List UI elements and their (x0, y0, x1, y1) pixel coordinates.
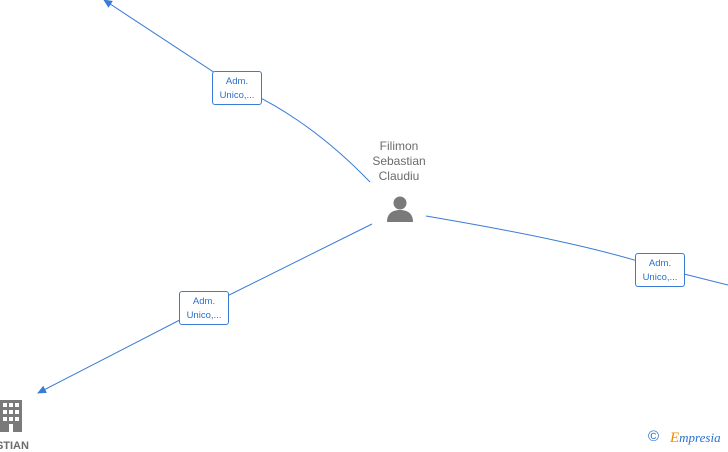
brand-logo-initial: E (670, 430, 680, 446)
person-name-line: Sebastian (372, 154, 426, 168)
edge-label-line: Adm. (225, 76, 249, 87)
edge-label-right[interactable]: Adm. Unico,... (635, 253, 685, 287)
edge-label-line: Adm. (648, 258, 672, 269)
edge-label-line: Unico,... (186, 310, 222, 321)
edge-label-line: Unico,... (219, 90, 255, 101)
person-name-line: Claudiu (378, 169, 420, 183)
edge-label-line: Unico,... (642, 272, 678, 283)
brand-logo-text: mpresia (679, 430, 721, 445)
copyright-symbol: © (648, 428, 660, 445)
person-icon[interactable] (385, 194, 415, 224)
person-node-name[interactable]: Filimon Sebastian Claudiu (352, 139, 446, 184)
building-icon[interactable] (0, 400, 24, 432)
edge-label-line: Adm. (192, 296, 216, 307)
company-node-label[interactable]: ASTIAN (0, 440, 29, 452)
edge-label-top-left[interactable]: Adm. Unico,... (212, 71, 262, 105)
person-name-line: Filimon (379, 139, 419, 153)
edge-label-bottom-left[interactable]: Adm. Unico,... (179, 291, 229, 325)
brand-logo: Empresia (670, 430, 721, 447)
